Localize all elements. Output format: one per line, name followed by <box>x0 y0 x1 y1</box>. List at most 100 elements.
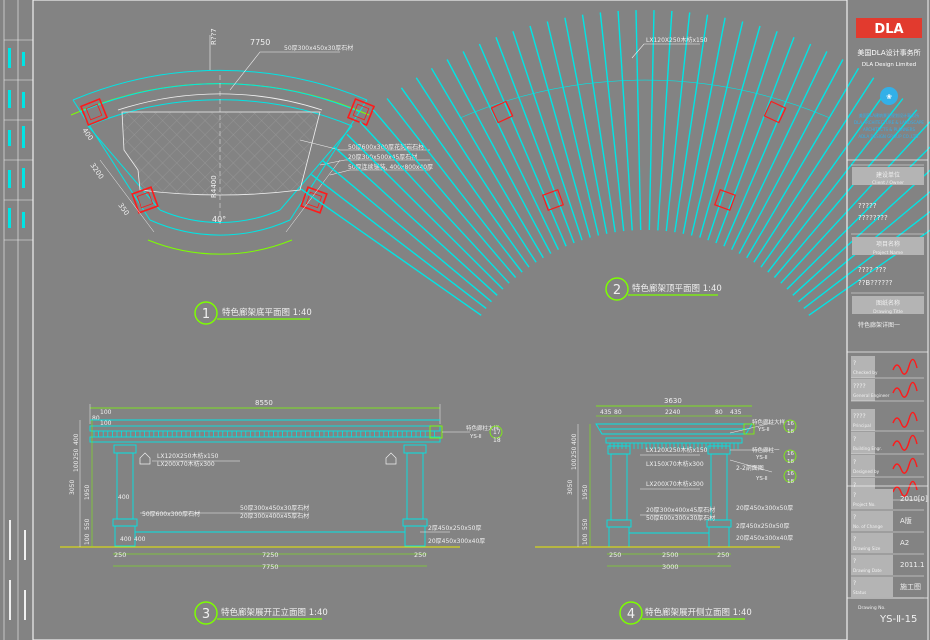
v4-callout2-sheet: 18 <box>787 479 794 485</box>
roof-beam <box>334 146 498 296</box>
v4-note-right-1: 20厚450x300x50厚 <box>736 505 793 512</box>
info-cn: ? <box>853 514 856 521</box>
view2-top-plan: LX120X250木枋x150 2 特色廊架顶平面图 1:40 <box>300 10 930 316</box>
client-en: Client / Owner <box>872 180 904 186</box>
v3-h-1: 250 <box>73 448 80 460</box>
v4-note-right-3: 20厚450x300x40厚 <box>736 535 793 542</box>
v1-side-b: 3200 <box>88 162 105 181</box>
roof-beam <box>564 17 608 234</box>
v4-base-0: 550 <box>582 518 589 530</box>
info-cn: ? <box>853 536 856 543</box>
v4-callout1-ref: YS-Ⅱ <box>755 455 768 461</box>
role-en: Checked by <box>853 370 878 375</box>
signature <box>892 358 918 375</box>
v4-column-height: 1950 <box>582 485 589 500</box>
project-value-1: ???? ??? <box>858 266 887 274</box>
v3-overall: 8550 <box>255 399 273 407</box>
v4-callout1-sheet: 18 <box>787 459 794 465</box>
v4-base-1: 100 <box>582 533 589 545</box>
v3-column-height: 1950 <box>84 485 91 500</box>
roof-beam <box>674 14 709 233</box>
info-value: 2011.1 <box>900 561 925 569</box>
v4-note-right-0: 2-2剖面图 <box>736 464 764 472</box>
roof-beam <box>359 121 510 284</box>
client-cn: 建设单位 <box>876 171 900 179</box>
view1-title: 特色廊架底平面图 1:40 <box>222 307 312 318</box>
project-en: Project Name <box>873 250 903 256</box>
roof-beam <box>665 12 691 232</box>
roof-beam <box>648 10 655 231</box>
v4-top-3: 80 <box>715 409 723 416</box>
role-cn: ? <box>853 459 856 466</box>
v3-callout-label: 特色廊柱大样 <box>466 424 500 432</box>
roof-beam <box>657 10 673 231</box>
client-value-1: ????? <box>858 202 877 210</box>
roof-beam <box>372 109 517 278</box>
info-value: A2 <box>900 539 909 547</box>
info-en: Drawing Size <box>853 546 881 551</box>
roof-beam <box>617 10 633 231</box>
v3-note-mid-0: 50厚300x450x30厚石材 <box>240 504 309 512</box>
v3-bottom-1: 7250 <box>262 551 279 559</box>
roof-beam <box>430 67 544 259</box>
role-cn: ? <box>853 360 856 367</box>
view1-bottom-plan: 7750 50厚300x450x30厚石材 50厚600x300厚花岗岩石材 2… <box>70 28 433 325</box>
roof-beam <box>400 87 530 268</box>
roof-beam <box>512 31 583 241</box>
v4-total-height: 3050 <box>567 480 574 495</box>
roof-beam <box>753 77 875 263</box>
v4-top-4: 435 <box>730 409 742 416</box>
roof-beam <box>798 190 930 303</box>
v4-note-low-0: 20厚300x400x45厚石材 <box>646 506 715 514</box>
drawing-no: YS-Ⅱ-15 <box>879 614 917 625</box>
v4-bottom-total: 3000 <box>662 563 679 571</box>
signature <box>892 411 918 428</box>
view4-title: 特色廊架展开侧立面图 1:40 <box>645 607 752 618</box>
v4-callout2-num: 16 <box>787 471 794 477</box>
roof-beam <box>780 121 930 284</box>
v4-h-0: 400 <box>571 433 578 445</box>
v4-callout0-label: 特色廊柱大样 <box>752 418 786 426</box>
view2-number: 2 <box>613 283 621 298</box>
view4-number: 4 <box>627 607 635 622</box>
company-line-1: DLA ARCHITECTURE & LANDSCAPE <box>854 120 924 125</box>
roof-beam <box>300 188 482 316</box>
v1-note-0: 50厚300x450x30厚石材 <box>284 44 353 52</box>
roof-beam <box>635 10 642 231</box>
roof-beam <box>415 77 537 263</box>
v3-base-1: 100 <box>84 533 91 545</box>
company-line-0: 美国DLA建筑景观规划设计事务所 <box>859 112 919 118</box>
v1-note-3: 50厚连续铺装, 400x800x40厚 <box>348 163 433 171</box>
dla-logo <box>856 18 922 38</box>
v3-mid-2: 400 <box>134 536 146 543</box>
v3-note-left-1: LX200X70木枋x300 <box>157 460 215 468</box>
v3-top-small-1: 80 <box>92 415 100 422</box>
v4-callout1-label: 特色廊柱一 <box>752 446 780 454</box>
view3-front-elevation: 8550 100 80 100 400 <box>60 399 503 625</box>
role-en: Principal <box>853 423 871 428</box>
roof-beam <box>322 160 492 303</box>
roof-beam <box>767 98 904 273</box>
left-margin-strip <box>4 39 33 620</box>
roof-beam <box>386 98 523 273</box>
v4-h-2: 100 <box>571 458 578 470</box>
v1-note-2: 20厚300x500x45厚石材 <box>348 153 417 161</box>
v1-side-c: 350 <box>116 202 130 218</box>
v3-callout-ref: YS-Ⅱ <box>469 434 482 440</box>
info-cn: ? <box>853 492 856 499</box>
v3-note-low: 50厚600x300厚石材 <box>142 510 200 518</box>
v4-callout0-num: 16 <box>787 421 794 427</box>
roof-beam <box>682 17 726 234</box>
v3-callout-num: 17 <box>493 429 501 436</box>
roof-beam <box>707 31 778 241</box>
v4-bottom-2: 250 <box>717 551 729 559</box>
v3-h-2: 100 <box>73 460 80 472</box>
v4-callout1-num: 16 <box>787 451 794 457</box>
info-en: Drawing Date <box>853 568 882 573</box>
roof-beam <box>738 59 844 254</box>
v1-angle: 40° <box>212 215 226 224</box>
v4-top-1: 80 <box>614 409 622 416</box>
v1-side-a: 400 <box>80 127 94 143</box>
signature <box>892 480 918 497</box>
